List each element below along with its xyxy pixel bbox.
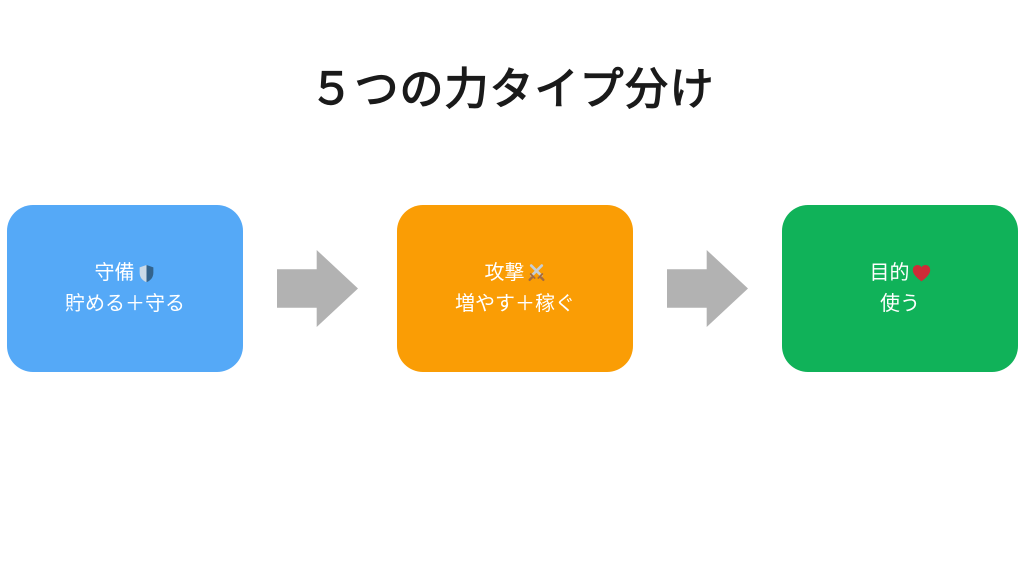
box-label-defense: 守備 bbox=[94, 261, 135, 284]
crossed-swords-icon bbox=[527, 263, 546, 283]
box-heading-defense: 守備 bbox=[95, 258, 156, 289]
box-heading-attack: 攻撃 bbox=[485, 258, 546, 289]
box-label-attack: 攻撃 bbox=[484, 261, 525, 284]
shield-icon bbox=[137, 264, 156, 283]
right-arrow-icon bbox=[667, 250, 748, 327]
heart-icon bbox=[912, 264, 931, 283]
box-sublabel-purpose: 使う bbox=[880, 292, 920, 315]
slide-title: ５つの力タイプ分け bbox=[309, 65, 715, 114]
box-sublabel-defense: 貯める＋守る bbox=[65, 292, 185, 315]
box-heading-purpose: 目的 bbox=[870, 258, 931, 289]
right-arrow-icon bbox=[277, 250, 358, 327]
flow-box-purpose: 目的 使う bbox=[782, 205, 1018, 372]
flow-box-attack: 攻撃 増やす＋稼ぐ bbox=[397, 205, 633, 372]
flow-box-defense: 守備 貯める＋守る bbox=[7, 205, 243, 372]
box-sublabel-attack: 増やす＋稼ぐ bbox=[455, 292, 575, 315]
box-label-purpose: 目的 bbox=[869, 261, 910, 284]
